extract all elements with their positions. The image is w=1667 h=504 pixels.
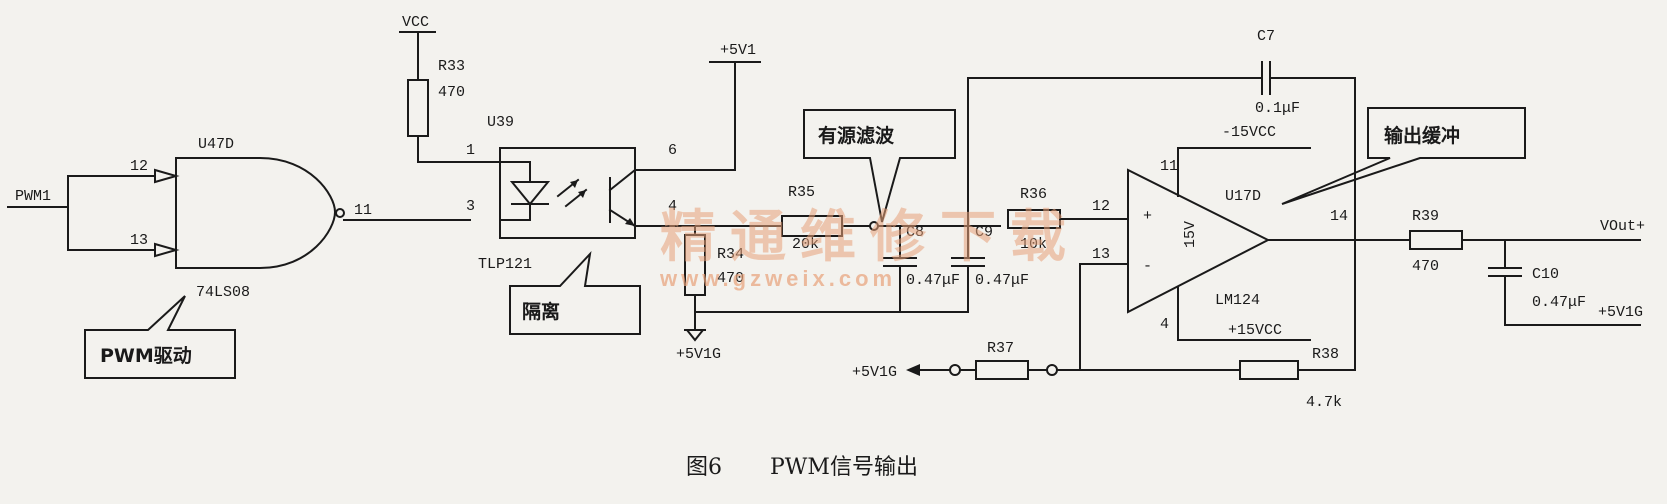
output-section [1409, 230, 1641, 326]
label-c10-value: 0.47μF [1532, 294, 1586, 311]
label-pin1: 1 [466, 142, 475, 159]
filter-section [684, 61, 1356, 342]
label-pin12-gate: 12 [130, 158, 148, 175]
opamp-u17d [1127, 168, 1271, 314]
callout-output-buffer: 输出缓冲 [1281, 107, 1526, 205]
label-gnd-b: +5V1G [852, 364, 897, 381]
label-r38-value: 4.7k [1306, 394, 1342, 411]
ground-symbol-a [684, 329, 706, 342]
callout-isolation: 隔离 [509, 250, 641, 335]
caption-title: PWM信号输出 [770, 455, 918, 480]
label-c9-value: 0.47μF [975, 272, 1029, 289]
watermark: 精通维修下载 www.gzweix.com [659, 205, 1080, 291]
led-symbol [509, 181, 551, 206]
label-gnd-c: +5V1G [1598, 304, 1643, 321]
callout-active-filter: 有源滤波 [803, 109, 956, 223]
callout-pwm-drive-text: PWM驱动 [100, 345, 192, 367]
label-c10: C10 [1532, 266, 1559, 283]
label-gnd-a: +5V1G [676, 346, 721, 363]
label-5v1: +5V1 [720, 42, 756, 59]
resistor-r39 [1409, 230, 1463, 250]
label-u39: U39 [487, 114, 514, 131]
label-pwm1: PWM1 [15, 188, 51, 205]
callout-output-buffer-text: 输出缓冲 [1384, 124, 1460, 147]
label-u47d: U47D [198, 136, 234, 153]
resistor-r37 [975, 360, 1029, 380]
label-c7: C7 [1257, 28, 1275, 45]
opamp-section [906, 147, 1411, 380]
label-tlp121: TLP121 [478, 256, 532, 273]
label-pin3: 3 [466, 198, 475, 215]
label-pin13-amp: 13 [1092, 246, 1110, 263]
label-vout: VOut+ [1600, 218, 1645, 235]
label-lm124: LM124 [1215, 292, 1260, 309]
label-r39: R39 [1412, 208, 1439, 225]
label-r33-value: 470 [438, 84, 465, 101]
input-arrow-12 [154, 168, 180, 184]
label-pin6: 6 [668, 142, 677, 159]
label-r35: R35 [788, 184, 815, 201]
label-neg15: -15VCC [1222, 124, 1276, 141]
label-c7-value: 0.1μF [1255, 100, 1300, 117]
label-pin4-opto: 4 [668, 198, 677, 215]
label-74ls08: 74LS08 [196, 284, 250, 301]
figure-caption: 图6 PWM信号输出 [686, 455, 918, 480]
caption-number: 图6 [686, 455, 722, 480]
label-pin4-amp: 4 [1160, 316, 1169, 333]
label-r36-value: 10k [1020, 236, 1047, 253]
label-r34-value: 470 [717, 270, 744, 287]
label-c8: C8 [906, 224, 924, 241]
optocoupler-u39 [499, 147, 636, 239]
label-r39-value: 470 [1412, 258, 1439, 275]
label-pin13-gate: 13 [130, 232, 148, 249]
arrow-left-5v1g [906, 364, 920, 376]
label-r38: R38 [1312, 346, 1339, 363]
label-u17d: U17D [1225, 188, 1261, 205]
label-plus: + [1143, 208, 1152, 225]
label-r36: R36 [1020, 186, 1047, 203]
label-minus: - [1143, 258, 1152, 275]
label-pos15: +15VCC [1228, 322, 1282, 339]
label-r34: R34 [717, 246, 744, 263]
label-r37: R37 [987, 340, 1014, 357]
input-arrow-13 [154, 242, 180, 258]
label-pin12-amp: 12 [1092, 198, 1110, 215]
label-pin11-gate: 11 [354, 202, 372, 219]
watermark-text: 精通维修下载 [660, 205, 1080, 270]
callout-pwm-drive: PWM驱动 [84, 295, 236, 379]
labels: PWM1 12 13 U47D 11 74LS08 VCC R33 470 U3… [15, 14, 1645, 411]
input-section [7, 157, 471, 269]
callout-isolation-text: 隔离 [522, 300, 560, 323]
label-r33: R33 [438, 58, 465, 75]
isolation-section [399, 31, 761, 239]
label-15v: 15V [1182, 221, 1199, 248]
and-gate-symbol [175, 157, 337, 269]
label-pin14-amp: 14 [1330, 208, 1348, 225]
label-vcc: VCC [402, 14, 429, 31]
label-c8-value: 0.47μF [906, 272, 960, 289]
label-pin11-amp: 11 [1160, 158, 1178, 175]
resistor-r33 [407, 79, 429, 137]
callout-active-filter-text: 有源滤波 [818, 124, 895, 147]
label-c9: C9 [975, 224, 993, 241]
watermark-url: www.gzweix.com [659, 266, 896, 291]
gate-output-bubble [335, 208, 345, 218]
label-r35-value: 20k [792, 236, 819, 253]
resistor-r38 [1239, 360, 1299, 380]
